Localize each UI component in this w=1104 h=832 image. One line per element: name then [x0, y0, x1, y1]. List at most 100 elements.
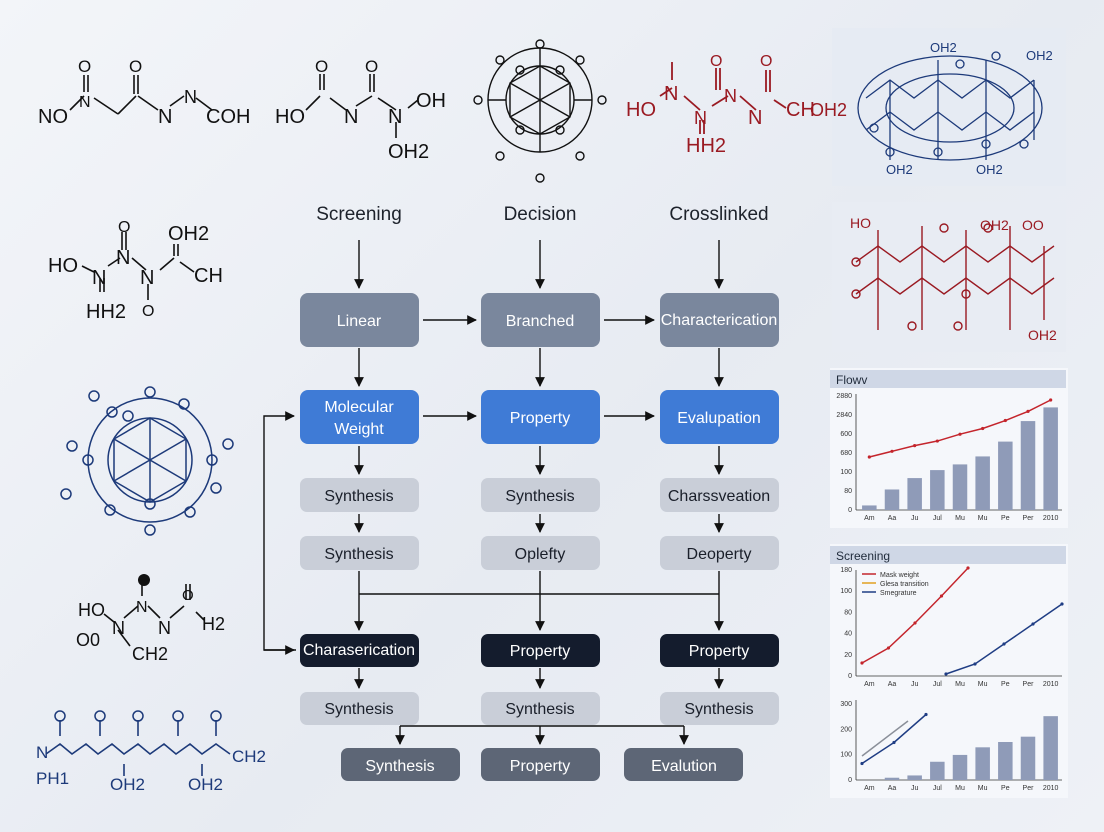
- mol5-hh2: HH2: [86, 301, 126, 323]
- node-characterication-label: Characterication: [661, 312, 778, 329]
- node-linear[interactable]: Linear: [300, 293, 419, 347]
- chart-2: Screening Mask weight Glesa transition S…: [830, 546, 1066, 688]
- chart-2-point: [944, 672, 948, 676]
- molecule-structure-5: [81, 232, 195, 300]
- svg-text:N: N: [694, 108, 707, 128]
- legend-temp: Smegrature: [880, 590, 917, 597]
- x-tick-label: Mu: [978, 515, 988, 522]
- chart-1-bar: [975, 456, 990, 510]
- mol4-ch2: CH: [786, 99, 815, 121]
- node-synthesis-r3c1-label: Synthesis: [324, 488, 393, 505]
- svg-text:O: O: [760, 53, 772, 70]
- node-property-blue[interactable]: Property: [481, 390, 600, 444]
- mol7-ch2: CH2: [132, 644, 168, 664]
- chart-3-bar: [884, 777, 900, 780]
- mol4-hh2: HH2: [686, 135, 726, 157]
- chart-3-bar: [975, 747, 990, 780]
- chart-1-point: [890, 449, 894, 453]
- node-linear-label: Linear: [337, 313, 382, 330]
- y-tick-label: 80: [844, 609, 852, 616]
- node-property-r7-label: Property: [510, 758, 570, 775]
- node-branched[interactable]: Branched: [481, 293, 600, 347]
- node-synthesis-r4c1[interactable]: Synthesis: [300, 536, 419, 570]
- cage3-o-4: [597, 95, 607, 105]
- node-synthesis-r3c1[interactable]: Synthesis: [300, 478, 419, 512]
- chart-1-point: [1003, 418, 1007, 423]
- chart-3-bar: [907, 775, 922, 780]
- node-property-r7[interactable]: Property: [481, 748, 600, 781]
- x-tick-label: Mu: [955, 681, 965, 688]
- svg-text:O: O: [118, 219, 130, 236]
- molecule-cage-6: [60, 386, 234, 536]
- node-property-navy-2-label: Property: [689, 643, 749, 660]
- chart-1-bar: [862, 505, 877, 510]
- node-synthesis-r6c1[interactable]: Synthesis: [300, 692, 419, 725]
- mol2-o1: O: [315, 57, 328, 76]
- chart-2-lines: [860, 566, 1064, 676]
- y-tick-label: 20: [844, 652, 852, 659]
- chart-3-bars: [884, 716, 1058, 780]
- node-property-navy-1[interactable]: Property: [481, 634, 600, 667]
- chart-1-header: [830, 370, 1066, 388]
- node-oplefty[interactable]: Oplefty: [481, 536, 600, 570]
- node-charaserication-label: Charaserication: [303, 642, 415, 659]
- node-property-navy-2[interactable]: Property: [660, 634, 779, 667]
- node-deoperty[interactable]: Deoperty: [660, 536, 779, 570]
- cage3-o-2: [575, 55, 585, 65]
- y-tick-label: 0: [848, 673, 852, 680]
- mol5-ho: HO: [48, 255, 78, 277]
- mol1-no-label: NO: [38, 106, 68, 128]
- node-synthesis-r7-label: Synthesis: [365, 758, 434, 775]
- chart-1-point: [935, 439, 939, 443]
- node-synthesis-r6c3[interactable]: Synthesis: [660, 692, 779, 725]
- x-tick-label: Per: [1023, 785, 1035, 792]
- x-tick-label: Mu: [978, 681, 988, 688]
- mol4-n2: N: [748, 107, 762, 129]
- node-evalution-label: Evalution: [651, 758, 717, 775]
- svg-text:O: O: [182, 587, 194, 604]
- node-synthesis-r7[interactable]: Synthesis: [341, 748, 460, 781]
- svg-text:O: O: [142, 303, 154, 320]
- mol7-n1: N: [112, 618, 125, 638]
- x-tick-label: Aa: [888, 681, 897, 688]
- cage3-o-3: [473, 95, 483, 105]
- cage3-o-top: [535, 39, 545, 49]
- chart-2-header: [830, 546, 1066, 564]
- node-evalution[interactable]: Evalution: [624, 748, 743, 781]
- y-tick-label: 2840: [836, 412, 852, 419]
- node-characterication[interactable]: Characterication: [660, 293, 779, 347]
- node-synthesis-r3c2[interactable]: Synthesis: [481, 478, 600, 512]
- molecule-structure-1: [69, 75, 213, 115]
- chart-3-bar: [998, 742, 1013, 780]
- mol9-oh2-bottom2: OH2: [976, 162, 1003, 177]
- chart-3-bar: [952, 754, 968, 780]
- mol10-oh2-bottom: OH2: [1028, 327, 1057, 343]
- mol5-n2: N: [116, 247, 130, 269]
- cage3-o-6: [575, 151, 585, 161]
- node-synthesis-r6c2[interactable]: Synthesis: [481, 692, 600, 725]
- node-synthesis-r3c2-label: Synthesis: [505, 488, 574, 505]
- node-charaserication[interactable]: Charaserication: [300, 634, 419, 667]
- node-charssveation[interactable]: Charssveation: [660, 478, 779, 512]
- mol2-n2: N: [344, 106, 358, 128]
- mol8-ch2: CH2: [232, 747, 266, 766]
- x-tick-label: Am: [864, 681, 875, 688]
- mol10-oh2: OH2: [980, 217, 1009, 233]
- x-tick-label: Per: [1023, 681, 1035, 688]
- node-molecular-weight[interactable]: Molecular Weight: [300, 390, 419, 444]
- y-tick-label: 100: [840, 469, 852, 476]
- mol1-o2: O: [129, 57, 142, 76]
- mol7-ho: HO: [78, 600, 105, 620]
- y-tick-label: 40: [844, 631, 852, 638]
- mol2-ho: HO: [275, 106, 305, 128]
- y-tick-label: 80: [844, 488, 852, 495]
- chart-2-point: [860, 661, 864, 665]
- y-tick-label: 0: [848, 777, 852, 784]
- x-tick-label: Pe: [1001, 785, 1010, 792]
- node-evalupation[interactable]: Evalupation: [660, 390, 779, 444]
- x-tick-label: Aa: [888, 515, 897, 522]
- molecule-network-10: [851, 223, 1055, 331]
